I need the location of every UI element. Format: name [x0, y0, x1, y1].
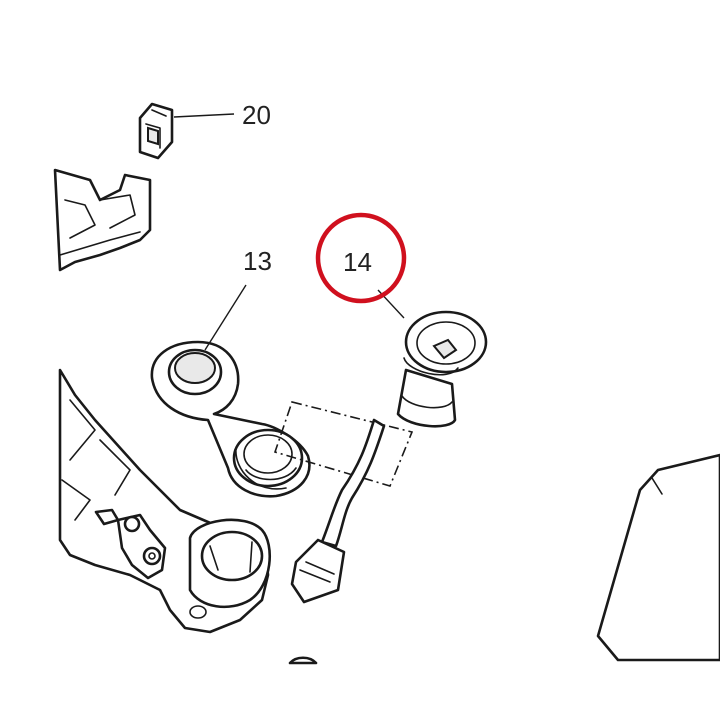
callout-14: 14 — [343, 247, 372, 277]
bottom-fragment — [288, 656, 318, 665]
mount-ring — [188, 518, 272, 619]
bolt-bracket — [94, 508, 167, 580]
callout-20: 20 — [242, 100, 271, 130]
leader-13 — [204, 284, 247, 351]
socket-part-14 — [290, 310, 488, 604]
cap-part-13 — [150, 340, 311, 498]
callout-13: 13 — [243, 246, 272, 276]
clip-part-20 — [138, 102, 174, 160]
leader-20 — [173, 113, 235, 118]
alignment-guide — [273, 401, 414, 487]
right-housing — [596, 453, 720, 662]
highlight-ring — [315, 212, 407, 304]
